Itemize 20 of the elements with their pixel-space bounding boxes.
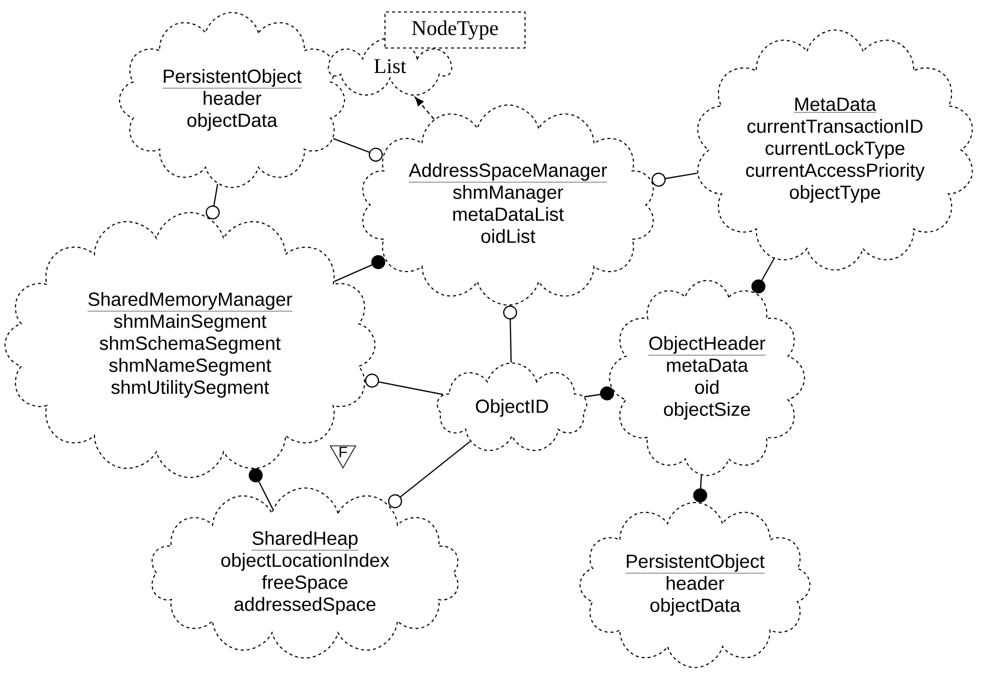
class-cloud: PersistentObject header objectData [118, 12, 346, 188]
association-line [503, 305, 518, 362]
association-line [334, 255, 386, 282]
association-line [388, 440, 470, 508]
association-line [365, 374, 444, 396]
association-line [206, 184, 220, 220]
class-cloud: PersistentObject header objectData [579, 502, 811, 668]
association-line [751, 258, 775, 294]
association-line [333, 138, 383, 162]
class-cloud: MetaData currentTransactionID currentLockType currentAccessPriority objectType [697, 29, 973, 271]
class-cloud: AddressSpaceManager shmManager metaDataList oidList [362, 104, 654, 306]
association-line [584, 386, 614, 400]
association-line [414, 96, 434, 120]
class-cloud: SharedHeap objectLocationIndex freeSpace addressedSpace [152, 487, 458, 659]
association-line [693, 475, 708, 502]
class-cloud: ObjectHeader metaData oid objectSize [608, 280, 806, 476]
class-cloud: ObjectID [436, 362, 588, 452]
parameter-box: NodeType [384, 11, 526, 49]
association-line [652, 172, 698, 187]
class-cloud: List [328, 37, 452, 96]
